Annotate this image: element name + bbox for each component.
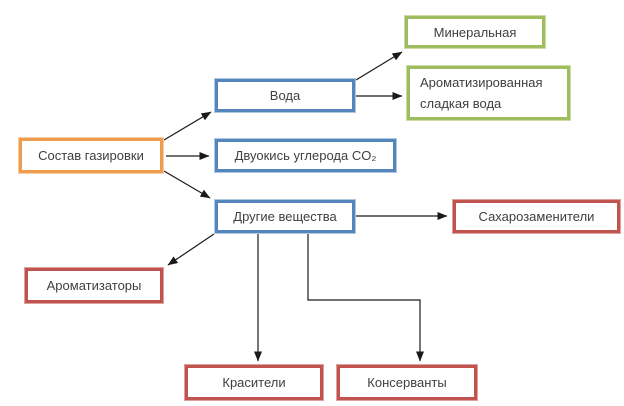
- node-dyes: Красители: [185, 365, 323, 400]
- node-sweeteners: Сахарозаменители: [453, 200, 620, 233]
- connector-root-water: [163, 111, 212, 141]
- node-water-label: Вода: [269, 88, 301, 103]
- node-flavorings: Ароматизаторы: [25, 268, 163, 303]
- node-water: Вода: [215, 79, 355, 112]
- node-flavorings-label: Ароматизаторы: [46, 278, 142, 293]
- node-mineral-label: Минеральная: [433, 24, 517, 40]
- connector-root-other: [163, 170, 211, 199]
- node-other: Другие вещества: [215, 200, 355, 233]
- node-other-label: Другие вещества: [233, 209, 337, 224]
- node-co2: Двуокись углерода CO₂: [215, 139, 396, 172]
- node-mineral: Минеральная: [405, 16, 545, 48]
- node-root-label: Состав газировки: [38, 148, 144, 163]
- connector-water-mineral: [355, 51, 403, 81]
- connector-other-flavorings: [167, 233, 215, 266]
- node-sweeteners-label: Сахарозаменители: [478, 209, 595, 224]
- node-preservatives-label: Консерванты: [367, 375, 447, 390]
- node-co2-label: Двуокись углерода CO₂: [234, 148, 377, 163]
- node-dyes-label: Красители: [222, 375, 286, 390]
- node-root: Состав газировки: [19, 138, 163, 173]
- connector-other-preservatives: [307, 234, 424, 362]
- node-sweet-water-label: Ароматизированная сладкая вода: [420, 75, 543, 111]
- node-sweet-water: Ароматизированная сладкая вода: [407, 66, 570, 120]
- node-preservatives: Консерванты: [337, 365, 477, 400]
